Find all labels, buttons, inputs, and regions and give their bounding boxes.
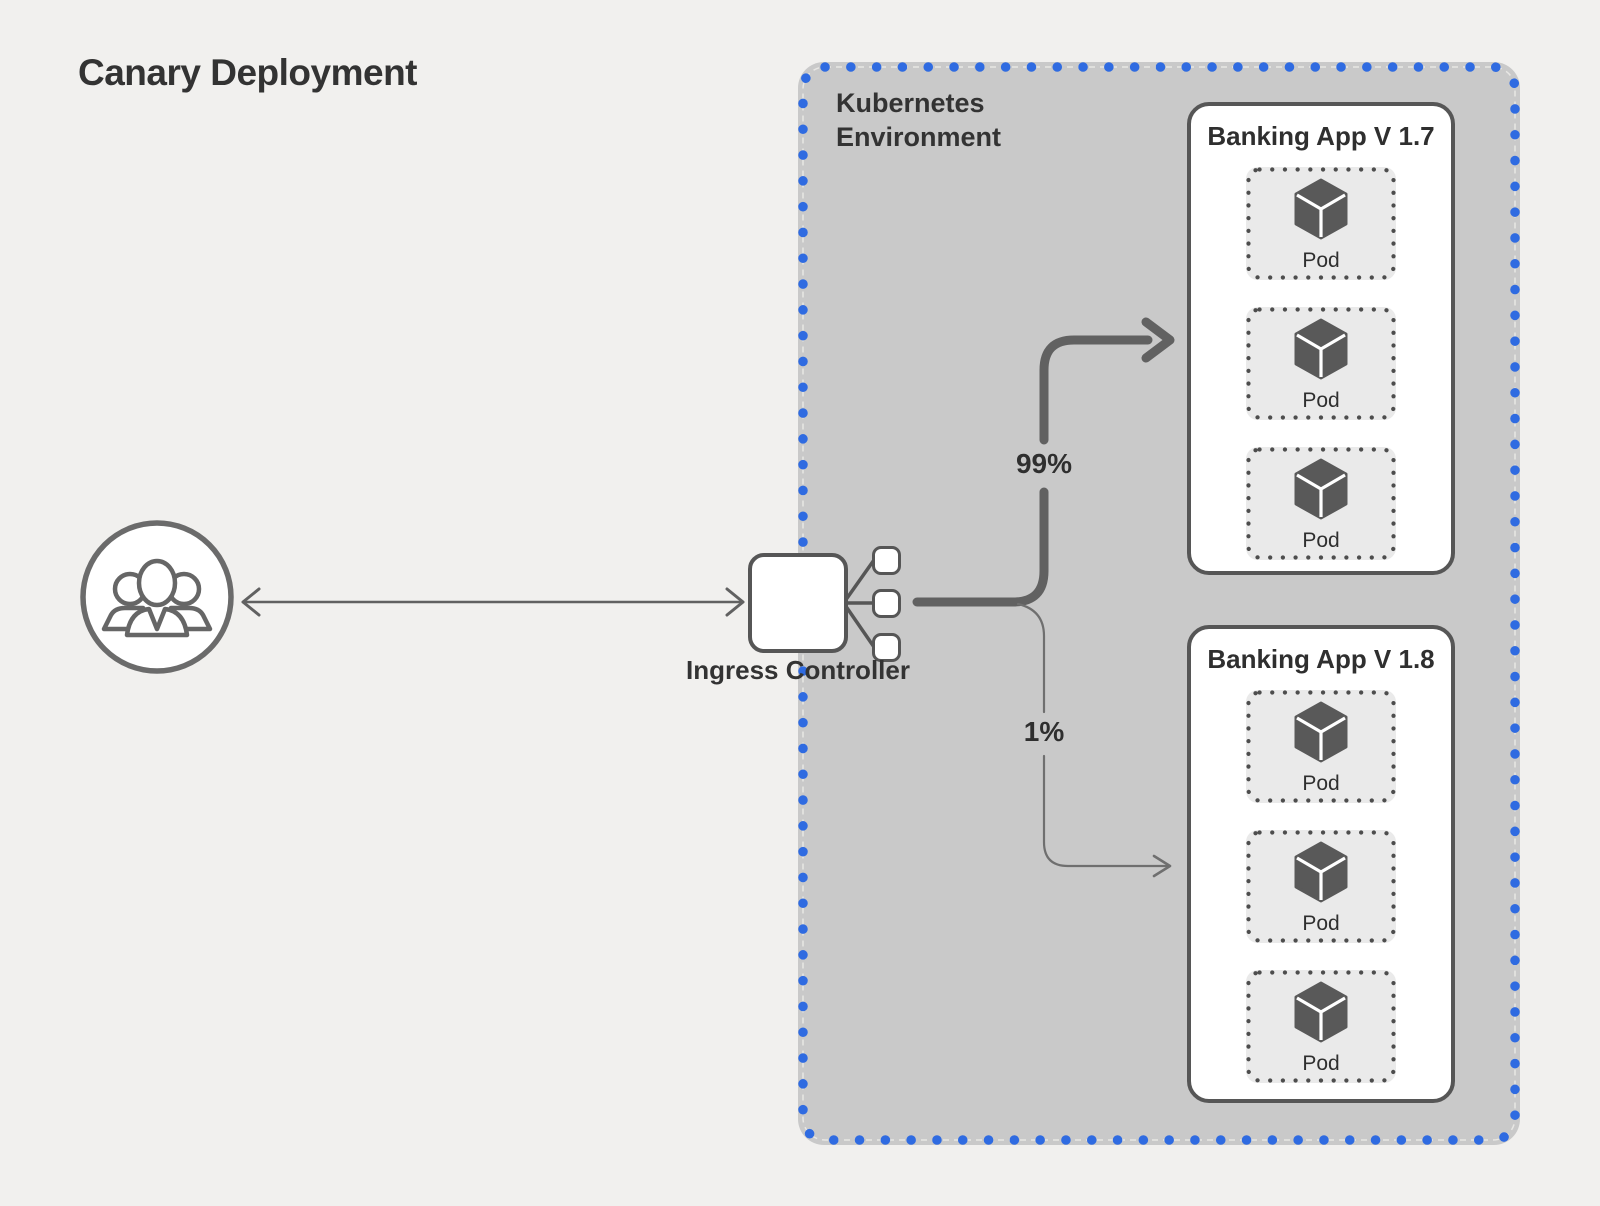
pod-dotted-border [1246,830,1396,943]
pod-card: Pod [1246,167,1396,280]
app-box-v18: Banking App V 1.8 Pod Pod Pod [1187,625,1455,1103]
pod-dotted-border [1246,307,1396,420]
ingress-port-square [872,589,901,618]
pod-card: Pod [1246,307,1396,420]
pod-cube-icon [1294,981,1348,1043]
stable-traffic-label: 99% [1015,448,1073,479]
pod-cube-icon [1294,458,1348,520]
pod-dotted-border [1246,167,1396,280]
pod-dotted-border [1246,690,1396,803]
pod-cube-icon [1294,318,1348,380]
users-icon [77,517,237,677]
environment-label: Kubernetes Environment [836,88,1002,152]
app-box-v17: Banking App V 1.7 Pod Pod Pod [1187,102,1455,575]
pod-list-v18: Pod Pod Pod [1246,690,1396,1083]
ingress-label: Ingress Controller [686,655,910,685]
pod-cube-icon [1294,178,1348,240]
pod-cube-icon [1294,841,1348,903]
pod-card: Pod [1246,970,1396,1083]
ingress-port-square [872,633,901,662]
pod-dotted-border [1246,970,1396,1083]
ingress-port-square [872,546,901,575]
pod-label: Pod [1302,529,1340,552]
app-title-v17: Banking App V 1.7 [1207,121,1435,151]
ingress-controller-node [748,553,848,653]
users-ingress-arrow [241,587,745,617]
pod-card: Pod [1246,447,1396,560]
canary-traffic-label: 1% [1023,716,1065,747]
pod-label: Pod [1302,912,1340,935]
pod-card: Pod [1246,830,1396,943]
pod-label: Pod [1302,1052,1340,1075]
page-title: Canary Deployment [78,52,418,93]
app-title-v18: Banking App V 1.8 [1207,644,1435,674]
pod-list-v17: Pod Pod Pod [1246,167,1396,560]
pod-label: Pod [1302,772,1340,795]
pod-label: Pod [1302,249,1340,272]
pod-cube-icon [1294,701,1348,763]
pod-card: Pod [1246,690,1396,803]
pod-label: Pod [1302,389,1340,412]
pod-dotted-border [1246,447,1396,560]
